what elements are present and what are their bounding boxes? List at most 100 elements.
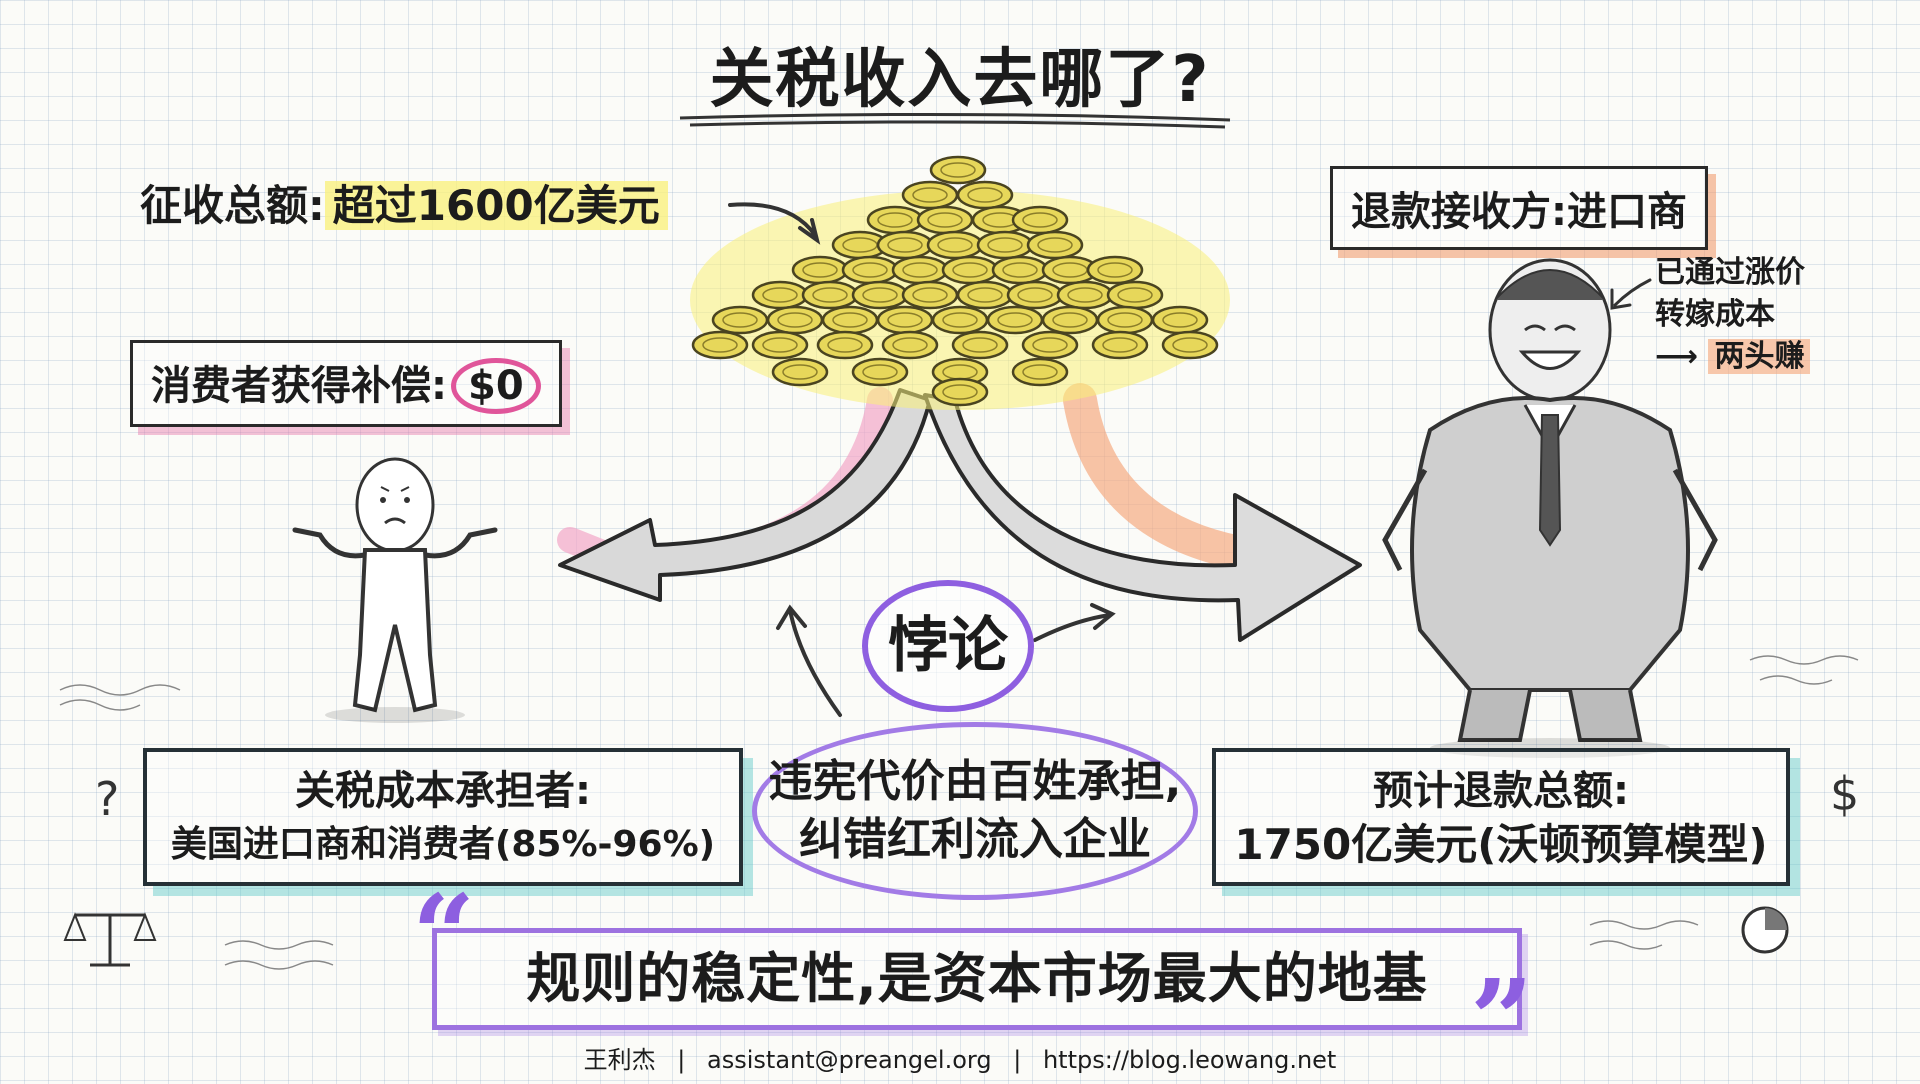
coin-rim xyxy=(912,187,948,203)
coin-rim xyxy=(940,162,976,178)
svg-text:?: ? xyxy=(95,772,119,826)
coin xyxy=(751,330,809,360)
importer-note: 已通过涨价 转嫁成本 ⟶ 两头赚 xyxy=(1655,252,1811,378)
footer-url[interactable]: https://blog.leowang.net xyxy=(1042,1046,1337,1074)
coin xyxy=(1026,230,1084,260)
coin xyxy=(926,230,984,260)
coin xyxy=(931,377,989,407)
coin-rim xyxy=(952,262,988,278)
refund-total-line2: 1750亿美元(沃顿预算模型) xyxy=(1234,820,1768,869)
coin-rim xyxy=(1067,287,1103,303)
coin xyxy=(1096,305,1154,335)
importer-note-line2: 转嫁成本 xyxy=(1655,297,1775,332)
coin-rim xyxy=(832,312,868,328)
quote-box: 规则的稳定性,是资本市场最大的地基 xyxy=(432,928,1522,1030)
refund-recipient-box: 退款接收方:进口商 xyxy=(1330,166,1708,250)
total-value: 超过1600亿美元 xyxy=(324,181,668,230)
coin-rim xyxy=(1032,337,1068,353)
coin xyxy=(891,255,949,285)
coin-rim xyxy=(912,287,948,303)
coin-rim xyxy=(812,287,848,303)
scribble-right xyxy=(1749,655,1859,685)
coin xyxy=(901,180,959,210)
coin xyxy=(691,330,749,360)
coin-rim xyxy=(967,187,1003,203)
quote-close-mark: ” xyxy=(1470,955,1534,1084)
coin-rim xyxy=(852,262,888,278)
coin-rim xyxy=(887,237,923,253)
footer-email[interactable]: assistant@preangel.org xyxy=(707,1046,992,1074)
consumer-compensation-box: 消费者获得补偿:$0 xyxy=(130,340,562,427)
coin-rim xyxy=(1117,287,1153,303)
coin-rim xyxy=(1017,287,1053,303)
consumer-comp-label: 消费者获得补偿: xyxy=(151,363,447,409)
coin xyxy=(1011,357,1069,387)
coin-rim xyxy=(927,212,963,228)
paradox-right-arrow xyxy=(1033,603,1116,642)
footer-separator-2: | xyxy=(1013,1046,1022,1074)
coin-rim xyxy=(1107,312,1143,328)
refund-recipient-text: 退款接收方:进口商 xyxy=(1351,189,1687,235)
coin xyxy=(901,280,959,310)
importer-note-arrow: ⟶ xyxy=(1655,339,1699,374)
coin-rim xyxy=(892,337,928,353)
coin xyxy=(929,155,987,185)
quote-text: 规则的稳定性,是资本市场最大的地基 xyxy=(526,947,1428,1010)
coin xyxy=(1006,280,1064,310)
coin xyxy=(881,330,939,360)
scribble-bottom-left xyxy=(224,940,334,970)
arrow-left xyxy=(558,388,932,602)
footer-separator-1: | xyxy=(677,1046,686,1074)
coin xyxy=(976,230,1034,260)
coin xyxy=(876,305,934,335)
coin-rim xyxy=(997,312,1033,328)
coin-rim xyxy=(862,287,898,303)
refund-total-line1: 预计退款总额: xyxy=(1373,768,1629,814)
coin xyxy=(991,255,1049,285)
coin xyxy=(791,255,849,285)
coin-rim xyxy=(762,287,798,303)
cost-bearer-line2: 美国进口商和消费者(85%-96%) xyxy=(170,824,716,865)
coin-rim xyxy=(862,364,898,380)
coin xyxy=(1021,330,1079,360)
center-statement-line1: 违宪代价由百姓承担, xyxy=(768,756,1182,807)
coin-rim xyxy=(1097,262,1133,278)
importer-note-line3: ⟶ 两头赚 xyxy=(1655,336,1811,378)
coin-pile xyxy=(690,155,1230,410)
coin xyxy=(866,205,924,235)
coin xyxy=(751,280,809,310)
coin xyxy=(1106,280,1164,310)
coin xyxy=(801,280,859,310)
coin xyxy=(771,357,829,387)
coin xyxy=(851,357,909,387)
coin-rim xyxy=(987,237,1023,253)
paradox-badge: 悖论 xyxy=(862,580,1034,712)
coin-rim xyxy=(1162,312,1198,328)
coin xyxy=(1091,330,1149,360)
coin xyxy=(876,230,934,260)
coin-rim xyxy=(1022,212,1058,228)
coin-rim xyxy=(877,212,913,228)
coin xyxy=(1151,305,1209,335)
dollar-icon: $ xyxy=(1830,767,1859,821)
coin-rim xyxy=(1022,364,1058,380)
coin-rim xyxy=(937,237,973,253)
coin-rim xyxy=(967,287,1003,303)
coin-rim xyxy=(942,384,978,400)
coin xyxy=(931,305,989,335)
footer-author: 王利杰 xyxy=(583,1046,656,1074)
center-statement-line2: 纠错红利流入企业 xyxy=(799,814,1151,865)
coin-rim xyxy=(1102,337,1138,353)
svg-text:$: $ xyxy=(1830,767,1859,821)
page-title: 关税收入去哪了? xyxy=(709,43,1211,117)
coin xyxy=(821,305,879,335)
coin-rim xyxy=(762,337,798,353)
arrow-right xyxy=(923,393,1362,642)
confused-person-icon xyxy=(292,457,498,723)
rich-man-icon xyxy=(1382,258,1718,758)
coin xyxy=(711,305,769,335)
note-pointer-arrow xyxy=(1610,278,1652,310)
coin xyxy=(1011,205,1069,235)
coin-rim xyxy=(1052,312,1088,328)
